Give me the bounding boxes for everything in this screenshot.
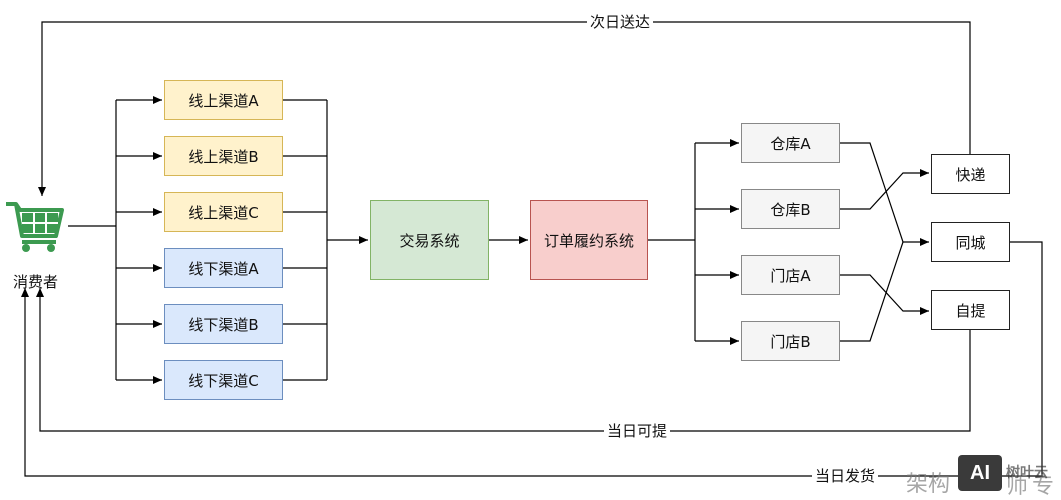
- watermark-text-right: 师: [1006, 474, 1029, 499]
- warehouse-b[interactable]: 仓库B: [741, 189, 840, 229]
- delivery-express[interactable]: 快递: [931, 154, 1010, 194]
- warehouse-a[interactable]: 仓库A: [741, 123, 840, 163]
- trade-system[interactable]: 交易系统: [370, 200, 489, 280]
- watermark-brand: 树叶云: [1006, 465, 1048, 481]
- store-a[interactable]: 门店A: [741, 255, 840, 295]
- order-fulfillment-system[interactable]: 订单履约系统: [530, 200, 648, 280]
- watermark-text-end: 专: [1032, 474, 1055, 499]
- channel-online-a[interactable]: 线上渠道A: [164, 80, 283, 120]
- watermark-text-left: 架构: [906, 472, 951, 497]
- consumer-label: 消费者: [13, 273, 59, 291]
- next-day-delivery-label: 次日送达: [587, 13, 654, 31]
- same-day-shipping-label: 当日发货: [812, 467, 879, 485]
- watermark-logo: AI: [958, 455, 1002, 491]
- channel-offline-c[interactable]: 线下渠道C: [164, 360, 283, 400]
- watermark-logo-text: AI: [970, 461, 990, 484]
- channel-offline-b[interactable]: 线下渠道B: [164, 304, 283, 344]
- channel-offline-a[interactable]: 线下渠道A: [164, 248, 283, 288]
- store-b[interactable]: 门店B: [741, 321, 840, 361]
- shopping-cart-icon[interactable]: [4, 198, 66, 254]
- same-day-pickup-label: 当日可提: [604, 422, 671, 440]
- channel-online-b[interactable]: 线上渠道B: [164, 136, 283, 176]
- delivery-pickup[interactable]: 自提: [931, 290, 1010, 330]
- delivery-same-city[interactable]: 同城: [931, 222, 1010, 262]
- channel-online-c[interactable]: 线上渠道C: [164, 192, 283, 232]
